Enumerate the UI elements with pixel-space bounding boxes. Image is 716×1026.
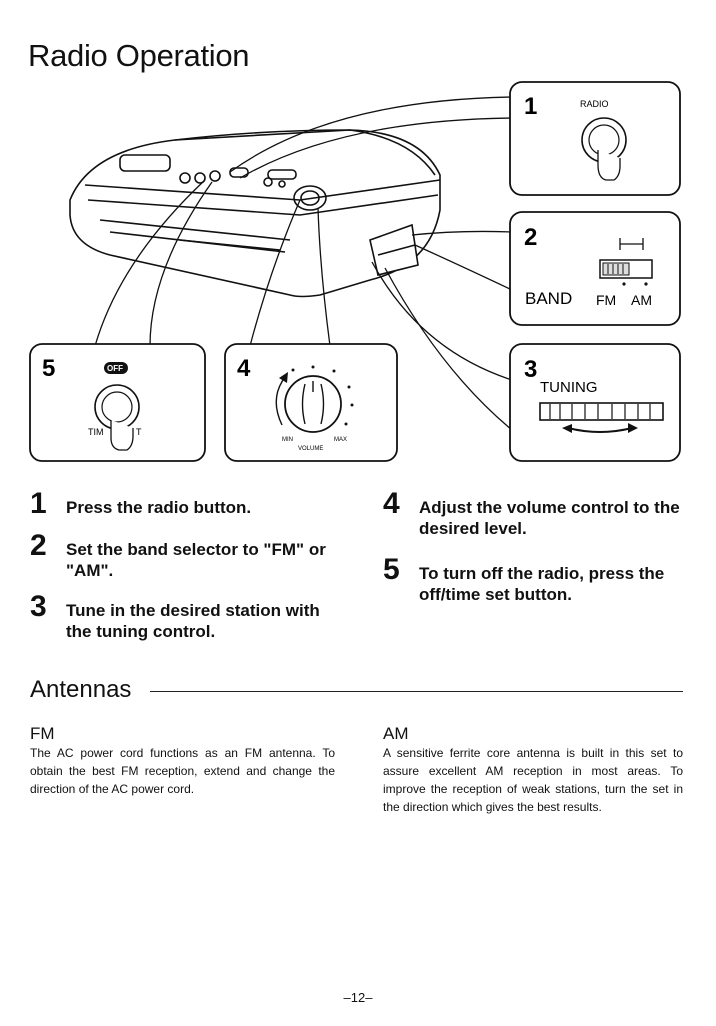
radio-body (69, 129, 441, 298)
step-text: Set the band selector to "FM" or "AM". (66, 540, 326, 580)
am-body: A sensitive ferrite core antenna is buil… (383, 746, 683, 814)
page-title: Radio Operation (28, 38, 250, 73)
volume-max-label: MAX (334, 437, 347, 443)
am-heading: AM (383, 724, 409, 743)
step-text: Adjust the volume control to the desired… (419, 498, 680, 538)
band-label: BAND (525, 289, 572, 308)
step-3: 3 Tune in the desired station with the t… (30, 592, 340, 648)
step-4: 4 Adjust the volume control to the desir… (383, 489, 683, 545)
finger-press-icon (597, 150, 621, 181)
fm-heading: FM (30, 724, 55, 743)
radio-button-label: RADIO (580, 99, 609, 109)
callout-number-2: 2 (524, 224, 537, 251)
callout-off: 5 OFF TIM T (29, 179, 213, 462)
volume-min-label: MIN (282, 437, 293, 443)
step-5: 5 To turn off the radio, press the off/t… (383, 555, 683, 611)
callout-band: 2 BAND FM AM (411, 211, 681, 326)
off-indicator (104, 362, 128, 374)
callout-number-4: 4 (237, 355, 251, 382)
tuning-dial (539, 402, 664, 421)
tuning-label: TUNING (540, 379, 598, 396)
step-text: Tune in the desired station with the tun… (66, 601, 320, 641)
step-number: 4 (383, 487, 400, 520)
volume-knob (284, 375, 342, 433)
page-number: –12– (343, 990, 373, 1005)
callout-tuning: 3 TUNING (371, 261, 681, 462)
step-number: 5 (383, 553, 400, 586)
step-number: 1 (30, 487, 47, 520)
section-heading-antennas: Antennas (30, 676, 132, 703)
fm-body: The AC power cord functions as an FM ant… (30, 746, 335, 796)
step-number: 2 (30, 529, 47, 562)
finger-press-icon (110, 420, 134, 451)
band-fm-label: FM (596, 292, 616, 308)
callout-number-1: 1 (524, 93, 537, 120)
band-am-label: AM (631, 292, 652, 308)
callout-radio: 1 RADIO (229, 81, 681, 196)
callout-number-5: 5 (42, 355, 55, 382)
step-1: 1 Press the radio button. (30, 489, 340, 521)
section-rule (150, 691, 683, 692)
radio-illustration: 1 RADIO 2 BAND FM AM 3 TUNING (29, 81, 681, 462)
time-set-label-end: T (136, 427, 142, 437)
step-text: Press the radio button. (66, 498, 252, 517)
step-2: 2 Set the band selector to "FM" or "AM". (30, 531, 335, 587)
volume-label: VOLUME (298, 446, 323, 452)
off-label: OFF (107, 364, 123, 373)
step-text: To turn off the radio, press the off/tim… (419, 564, 665, 604)
callout-volume: 4 MIN MAX VOLUME (224, 199, 398, 462)
step-number: 3 (30, 590, 47, 623)
callout-number-3: 3 (524, 356, 537, 383)
time-set-label: TIM (88, 427, 104, 437)
